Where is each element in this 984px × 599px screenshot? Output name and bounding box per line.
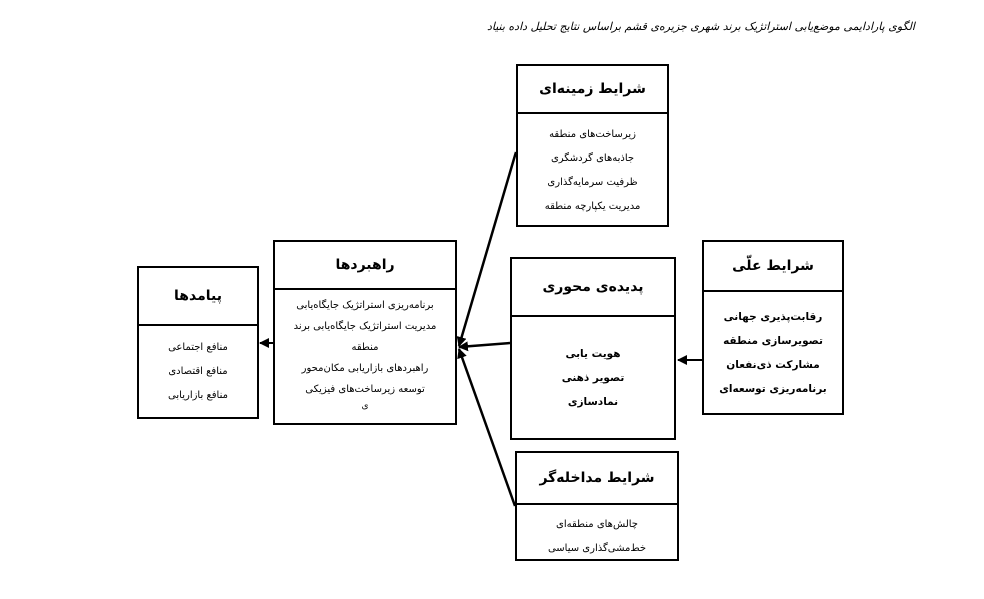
consequences-box: پیامدها منافع اجتماعی منافع اقتصادی مناف… (137, 266, 259, 419)
list-item-fragment: ی (361, 401, 369, 411)
list-item: برنامه‌ریزی استراتژیک جایگاه‌یابی (296, 300, 434, 311)
diagram-caption: الگوی پارادایمی موضع‌یابی استراتژیک برند… (486, 20, 915, 33)
intervening-conditions-title: شرایط مداخله‌گر (517, 453, 677, 505)
strategies-box: راهبردها برنامه‌ریزی استراتژیک جایگاه‌یا… (273, 240, 457, 425)
intervening-conditions-box: شرایط مداخله‌گر چالش‌های منطقه‌ای خط‌مشی… (515, 451, 679, 561)
intervening-conditions-list: چالش‌های منطقه‌ای خط‌مشی‌گذاری سیاسی (517, 505, 677, 569)
context-conditions-title: شرایط زمینه‌ای (518, 66, 667, 114)
causal-conditions-title: شرایط علّی (704, 242, 842, 292)
strategies-title: راهبردها (275, 242, 455, 290)
list-item: راهبردهای بازاریابی مکان‌محور (301, 363, 429, 374)
causal-conditions-list: رقابت‌پذیری جهانی تصویرسازی منطقه مشارکت… (704, 292, 842, 413)
consequences-title: پیامدها (139, 268, 257, 326)
list-item: نمادسازی (567, 395, 619, 408)
list-item: مدیریت یکپارچه منطقه (544, 201, 641, 212)
list-item: ظرفیت سرمایه‌گذاری (547, 177, 638, 188)
context-conditions-box: شرایط زمینه‌ای زیرساخت‌های منطقه جاذبه‌ه… (516, 64, 669, 227)
core-phenomenon-box: پدیده‌ی محوری هویت یابی تصویر ذهنی نمادس… (510, 257, 676, 440)
causal-conditions-box: شرایط علّی رقابت‌پذیری جهانی تصویرسازی م… (702, 240, 844, 415)
list-item: مدیریت استراتژیک جایگاه‌یابی برند (293, 321, 437, 332)
list-item: چالش‌های منطقه‌ای (556, 519, 638, 530)
context-conditions-list: زیرساخت‌های منطقه جاذبه‌های گردشگری ظرفی… (518, 114, 667, 227)
list-item: توسعه زیرساخت‌های فیزیکی (305, 384, 425, 395)
strategies-list: برنامه‌ریزی استراتژیک جایگاه‌یابی مدیریت… (275, 290, 455, 423)
core-phenomenon-title: پدیده‌ی محوری (512, 259, 674, 317)
arrow-context-to-strategies (456, 151, 518, 347)
list-item: خط‌مشی‌گذاری سیاسی (547, 543, 647, 554)
arrow-intervening-to-strategies (457, 348, 517, 507)
list-item: زیرساخت‌های منطقه (549, 129, 636, 140)
list-item: منطقه (351, 342, 379, 353)
list-item: تصویر ذهنی (561, 371, 625, 384)
list-item: هویت یابی (565, 347, 621, 360)
consequences-list: منافع اجتماعی منافع اقتصادی منافع بازاری… (139, 326, 257, 417)
list-item: مشارکت ذی‌نفعان (726, 358, 820, 371)
core-phenomenon-list: هویت یابی تصویر ذهنی نمادسازی (512, 317, 674, 438)
list-item: جاذبه‌های گردشگری (550, 153, 635, 164)
list-item: برنامه‌ریزی توسعه‌ای (719, 382, 827, 395)
list-item: منافع بازاریابی (168, 389, 228, 401)
list-item: منافع اقتصادی (168, 365, 228, 377)
arrow-core-to-strategies (458, 341, 511, 352)
list-item: تصویرسازی منطقه (723, 334, 823, 347)
list-item: منافع اجتماعی (168, 341, 228, 353)
list-item: رقابت‌پذیری جهانی (723, 310, 823, 323)
